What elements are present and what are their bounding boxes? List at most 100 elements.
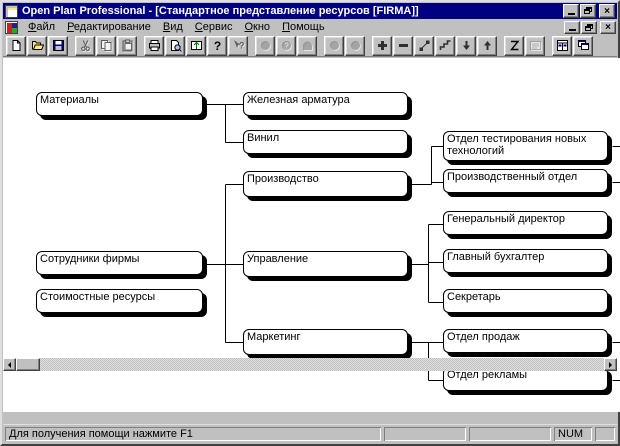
mdi-window-buttons: × — [563, 20, 616, 34]
close-icon: × — [604, 6, 610, 17]
cascade-windows-button[interactable] — [573, 35, 593, 56]
magnifier-page-icon — [169, 39, 182, 52]
refresh-icon — [190, 39, 203, 52]
outline-steps-button[interactable] — [435, 35, 455, 56]
svg-text:?: ? — [238, 41, 244, 51]
printer-icon — [148, 39, 161, 52]
node-label: Материалы — [40, 94, 99, 106]
save-button[interactable] — [48, 35, 68, 56]
scrollbar-thumb[interactable] — [16, 358, 40, 371]
node-label: Производственный отдел — [447, 171, 578, 183]
diagram-node[interactable]: Стоимостные ресурсы — [36, 289, 203, 313]
arrow-left-icon — [5, 361, 11, 368]
move-down-button[interactable] — [456, 35, 476, 56]
save-floppy-icon — [52, 39, 65, 52]
diagram-node[interactable]: Генеральный директор — [443, 211, 608, 235]
arrow-up-icon — [481, 39, 494, 52]
horizontal-scrollbar[interactable] — [3, 358, 617, 371]
diagram-node[interactable]: Сотрудники фирмы — [36, 251, 203, 275]
diagram-node[interactable]: Производственный отдел — [443, 169, 608, 193]
node-label: Стоимостные ресурсы — [40, 291, 156, 303]
link-dots-icon — [418, 39, 431, 52]
status-bar: Для получения помощи нажмите F1 NUM — [3, 424, 617, 442]
print-preview-button[interactable] — [165, 35, 185, 56]
collapse-button[interactable] — [393, 35, 413, 56]
help-button[interactable]: ? — [207, 35, 227, 56]
activity-b-button — [345, 35, 365, 56]
refresh-view-button[interactable] — [186, 35, 206, 56]
node-label: Генеральный директор — [447, 213, 565, 225]
mdi-restore-button[interactable] — [581, 20, 597, 34]
link-nodes-button[interactable] — [414, 35, 434, 56]
close-icon: × — [605, 21, 611, 33]
zigzag-view-button[interactable] — [504, 35, 524, 56]
cascade-icon — [577, 39, 590, 52]
diagram-node[interactable]: Винил — [243, 130, 408, 154]
copy-button — [96, 35, 116, 56]
diagram-node[interactable]: Производство — [243, 171, 408, 197]
minimize-icon — [567, 13, 575, 15]
scissors-icon — [79, 39, 92, 52]
close-button[interactable]: × — [599, 4, 615, 18]
move-up-button[interactable] — [477, 35, 497, 56]
menu-item-4[interactable]: Окно — [244, 21, 271, 33]
stairs-icon — [439, 39, 452, 52]
expand-button[interactable] — [372, 35, 392, 56]
circle-icon — [349, 39, 362, 52]
diagram-node[interactable]: Отдел продаж — [443, 329, 608, 353]
diagram-node[interactable]: Главный бухгалтер — [443, 249, 608, 273]
circle-icon — [259, 39, 272, 52]
restore-button[interactable] — [580, 4, 596, 18]
toolbar: ??? — [3, 35, 617, 57]
diagram-node[interactable]: Отдел тестирования новых технологий — [443, 131, 608, 161]
diagram-node[interactable]: Управление — [243, 251, 408, 277]
status-indicator — [469, 427, 551, 441]
status-indicator-num: NUM — [554, 427, 592, 441]
mdi-close-button[interactable]: × — [600, 20, 616, 34]
scroll-right-button[interactable] — [604, 358, 617, 371]
app-icon[interactable] — [5, 4, 18, 18]
zigzag-icon — [508, 39, 521, 52]
circle-icon — [328, 39, 341, 52]
window-title: Open Plan Professional - [Стандартное пр… — [22, 5, 419, 17]
node-label: Управление — [247, 253, 309, 265]
minimize-button[interactable] — [563, 4, 579, 18]
menu-item-3[interactable]: Сервис — [194, 21, 233, 33]
diagram-node[interactable]: Секретарь — [443, 289, 608, 313]
activity-a-button — [324, 35, 344, 56]
tile-windows-button[interactable] — [552, 35, 572, 56]
clipboard-icon — [121, 39, 134, 52]
menu-bar: Файл Редактирование Вид Сервис Окно Помощь × — [3, 20, 617, 34]
node-label: Отдел рекламы — [447, 369, 528, 381]
menu-item-1[interactable]: Редактирование — [67, 21, 151, 33]
diagram-node[interactable]: Маркетинг — [243, 329, 408, 355]
paste-button — [117, 35, 137, 56]
diagram-node[interactable]: Железная арматура — [243, 92, 408, 116]
menu-item-5[interactable]: Помощь — [282, 21, 325, 33]
scroll-left-button[interactable] — [3, 358, 16, 371]
minimize-icon — [568, 28, 576, 31]
open-button[interactable] — [27, 35, 47, 56]
menu-item-0[interactable]: Файл — [28, 21, 56, 33]
document-icon[interactable] — [5, 20, 18, 34]
connector-lines — [203, 104, 620, 381]
mdi-minimize-button[interactable] — [564, 20, 580, 34]
minus-icon — [397, 39, 410, 52]
resource-query-button: ? — [276, 35, 296, 56]
node-label: Сотрудники фирмы — [40, 253, 140, 265]
arrow-down-icon — [460, 39, 473, 52]
print-button[interactable] — [144, 35, 164, 56]
menu-item-2[interactable]: Вид — [162, 21, 183, 33]
context-help-button: ? — [228, 35, 248, 56]
node-label: Производство — [247, 173, 319, 185]
diagram-node[interactable]: Материалы — [36, 92, 203, 116]
new-button[interactable] — [6, 35, 26, 56]
resource-node-button — [255, 35, 275, 56]
svg-text:?: ? — [284, 41, 289, 50]
plus-icon — [376, 39, 389, 52]
circle-question-icon: ? — [280, 39, 293, 52]
arrow-right-icon — [609, 361, 615, 368]
status-indicator — [384, 427, 466, 441]
